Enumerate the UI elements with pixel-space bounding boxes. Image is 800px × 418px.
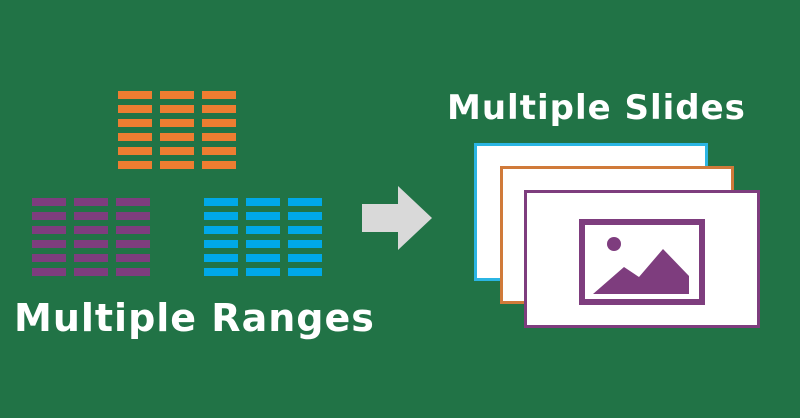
range-cell [118,91,152,99]
range-cell [116,226,150,234]
range-cell [118,133,152,141]
picture-frame [579,219,705,305]
range-cell [160,105,194,113]
range-cell [32,226,66,234]
range-cell [160,147,194,155]
range-cell [32,198,66,206]
range-cell [32,212,66,220]
range-cell [246,226,280,234]
range-cell [246,254,280,262]
range-cell [74,240,108,248]
right-arrow-icon [362,186,432,250]
range-cell [118,147,152,155]
range-cell [204,226,238,234]
range-cell [116,240,150,248]
range-cell [246,212,280,220]
picture-sun [607,237,621,251]
range-cell [74,254,108,262]
range-cell [246,268,280,276]
range-cell [32,254,66,262]
range-cell [74,198,108,206]
range-cell [32,240,66,248]
range-cell [202,119,236,127]
right-arrow-shape [362,186,432,250]
range-cell [202,161,236,169]
range-cell [246,198,280,206]
range-cell [202,133,236,141]
range-cell [74,226,108,234]
range-cell [246,240,280,248]
range-cell [204,268,238,276]
picture-mountains [593,249,689,294]
range-cell [116,212,150,220]
range-cell [288,212,322,220]
range-cell [118,161,152,169]
range-cell [202,105,236,113]
range-cell [204,240,238,248]
range-cell [288,198,322,206]
range-cell [160,133,194,141]
range-cell [118,105,152,113]
slide-front [524,190,760,328]
range-cell [116,268,150,276]
range-cell [116,198,150,206]
range-cell [160,161,194,169]
range-cell [204,212,238,220]
multiple-ranges-label: Multiple Ranges [14,296,375,340]
range-cell [288,254,322,262]
range-cell [288,226,322,234]
range-cell [160,91,194,99]
range-cell [288,268,322,276]
range-cell [202,91,236,99]
range-cell [116,254,150,262]
range-cell [74,268,108,276]
range-cell [204,254,238,262]
range-cell [32,268,66,276]
range-cell [160,119,194,127]
range-cell [74,212,108,220]
image-placeholder-icon [579,219,705,305]
range-cell [202,147,236,155]
range-cell [288,240,322,248]
range-cell [118,119,152,127]
range-cell [204,198,238,206]
multiple-slides-label: Multiple Slides [447,88,746,128]
